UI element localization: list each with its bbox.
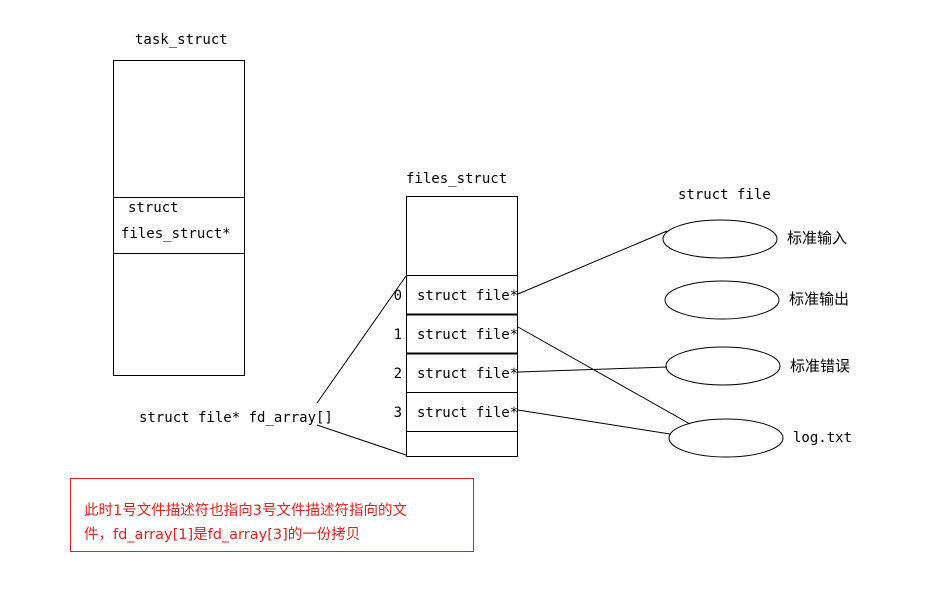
task-struct-box (113, 60, 245, 376)
file-ellipse-logtxt (668, 418, 784, 458)
files-struct-box (406, 196, 518, 457)
note-box: 此时1号文件描述符也指向3号文件描述符指向的文 件，fd_array[1]是fd… (70, 478, 474, 552)
fd-entry-0-value: struct file* (417, 288, 519, 304)
file-label-logtxt: log.txt (793, 430, 853, 446)
task-struct-title: task_struct (135, 32, 228, 48)
note-line-1: 此时1号文件描述符也指向3号文件描述符指向的文 (84, 503, 407, 519)
file-ellipse-stdout (664, 280, 780, 320)
file-label-stdin: 标准输入 (787, 229, 848, 247)
struct-file-title: struct file (678, 187, 771, 203)
fd-entry-1-value: struct file* (417, 327, 519, 343)
fd-array-label: struct file* fd_array[] (139, 410, 333, 426)
task-struct-field-line-2: files_struct* (121, 226, 231, 242)
fd-array-pointer-lower (316, 424, 407, 456)
files-struct-title: files_struct (406, 171, 508, 187)
fd-link-2-to-stderr (517, 366, 668, 373)
task-struct-field-line-1: struct (128, 200, 179, 216)
note-line-2: 件，fd_array[1]是fd_array[3]的一份拷贝 (84, 527, 361, 543)
file-ellipse-stderr (665, 346, 781, 386)
fd-entry-2-value: struct file* (417, 366, 519, 382)
fd-index-2: 2 (393, 366, 402, 382)
fd-index-3: 3 (393, 405, 402, 421)
fd-link-0-to-stdin (517, 230, 668, 295)
file-ellipse-stdin (662, 219, 778, 259)
fd-index-0: 0 (393, 288, 402, 304)
fd-entry-3-value: struct file* (417, 405, 519, 421)
fd-array-pointer-upper (316, 275, 407, 404)
fd-link-1-to-logtxt (517, 326, 691, 425)
file-label-stderr: 标准错误 (790, 357, 851, 375)
fd-link-3-to-logtxt (517, 409, 671, 435)
file-label-stdout: 标准输出 (789, 290, 850, 308)
fd-index-1: 1 (393, 327, 402, 343)
